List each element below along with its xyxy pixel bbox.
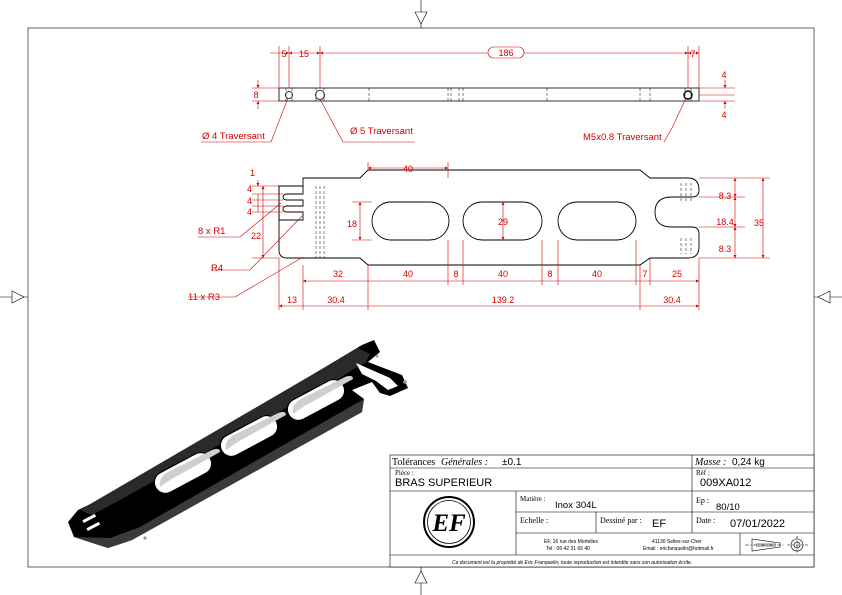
dim-5: 5 [281, 49, 286, 59]
dim-row1-32: 32 [333, 269, 343, 279]
dim-front-4b: 4 [247, 196, 252, 206]
masse-label: Masse : [694, 457, 726, 468]
dim-8: 8 [253, 90, 258, 100]
projection-symbol [745, 536, 808, 554]
dim-4-top: 4 [721, 70, 726, 80]
logo-lettering: EF [431, 510, 466, 537]
dim-row1-40b: 40 [498, 269, 508, 279]
callout-hole-5: Ø 5 Traversant [350, 126, 413, 137]
dim-row1-40a: 40 [403, 269, 413, 279]
dim-7: 7 [690, 49, 695, 59]
masse-value: 0,24 kg [732, 457, 765, 468]
ep-label: Ep : [696, 496, 709, 505]
dessine-value: EF [652, 518, 666, 530]
dim-row1-8b: 8 [547, 269, 552, 279]
dim-front-8-3-top: 8.3 [719, 191, 732, 201]
dim-front-35: 35 [754, 218, 764, 228]
callout-11xR3: 11 x R3 [188, 292, 220, 303]
dim-row1-8a: 8 [453, 269, 458, 279]
callout-tap-m5: M5x0.8 Traversant [583, 132, 662, 143]
dim-row2-30-4b: 30.4 [663, 295, 681, 305]
address-right-2: Email : ericfanquelin@hotmail.fr [643, 546, 714, 552]
echelle-label: Echelle : [520, 516, 548, 525]
dessine-label: Dessiné par : [600, 516, 642, 525]
dim-row1-40c: 40 [592, 269, 602, 279]
dim-front-4a: 4 [247, 184, 252, 194]
dim-row2-30-4a: 30.4 [327, 295, 345, 305]
front-view: 40 1 4 4 4 18 22 29 8.3 18.4 8.3 35 32 4… [188, 162, 770, 310]
ref-value: 009XA012 [700, 477, 751, 489]
dim-front-29: 29 [498, 217, 508, 227]
dim-front-18: 18 [347, 219, 357, 229]
date-label: Date : [696, 516, 715, 525]
callout-8xR1: 8 x R1 [198, 226, 225, 237]
dim-row1-25: 25 [672, 269, 682, 279]
tolerances-label: Tolérances [392, 457, 435, 468]
ref-label: Réf : [696, 469, 710, 477]
title-block: Tolérances Générales : ±0.1 Masse : 0,24… [389, 454, 815, 568]
piece-value: BRAS SUPERIEUR [395, 477, 492, 489]
dim-front-18-4: 18.4 [716, 217, 734, 227]
dim-15: 15 [299, 49, 309, 59]
dim-row1-7: 7 [642, 269, 647, 279]
ep-value: 80/10 [716, 502, 740, 513]
dim-4-bottom: 4 [721, 110, 726, 120]
dim-front-40: 40 [403, 164, 413, 174]
dim-front-8-3-bottom: 8.3 [719, 244, 732, 254]
dim-front-4c: 4 [247, 207, 252, 217]
disclaimer: Ce document est la propriété de Eric Fra… [452, 560, 692, 566]
callout-R4: R4 [211, 263, 223, 274]
generales-label: Générales : [441, 457, 488, 468]
address-right-1: 41130 Selles-sur-Cher [652, 539, 702, 545]
callout-hole-4: Ø 4 Traversant [202, 131, 265, 142]
dim-186: 186 [498, 48, 513, 58]
company-logo: EF [423, 496, 475, 548]
dim-row2-139-2: 139.2 [492, 295, 515, 305]
tolerance-value: ±0.1 [502, 457, 522, 468]
dim-front-1: 1 [250, 168, 255, 178]
date-value: 07/01/2022 [730, 518, 785, 530]
piece-label: Pièce : [395, 469, 414, 477]
address-left-1: EF, 16 rue des Mortelles [544, 539, 598, 545]
matiere-label: Matière : [520, 495, 546, 503]
address-left-2: Tel : 06 42 31 66 40 [546, 546, 590, 552]
matiere-value: Inox 304L [555, 500, 597, 511]
isometric-view [68, 340, 408, 548]
dim-front-22: 22 [251, 231, 261, 241]
top-view: 5 15 186 7 8 4 4 Ø 4 Traversant Ø 5 Trav… [201, 46, 735, 143]
dim-row2-13: 13 [287, 295, 297, 305]
